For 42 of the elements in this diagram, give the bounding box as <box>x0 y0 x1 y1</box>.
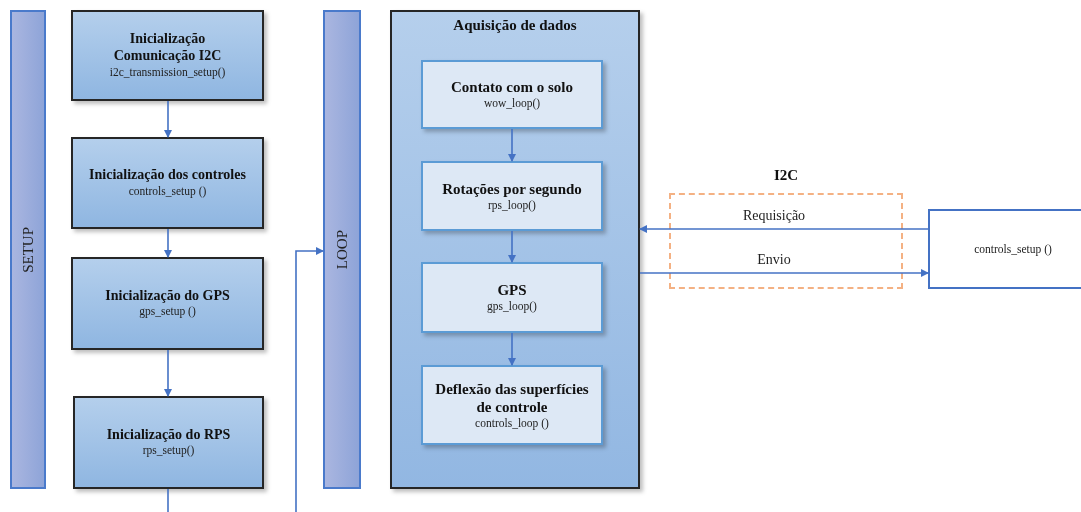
group-heading: Aquisição de dados <box>453 16 577 34</box>
phase-band <box>323 10 361 489</box>
function-name: rps_setup() <box>142 443 195 459</box>
process-box <box>71 257 264 350</box>
arrow <box>639 225 929 233</box>
step-title: Rotações por segundo <box>442 179 582 198</box>
arrow <box>508 230 516 263</box>
step-title: Inicialização do RPS <box>106 426 231 444</box>
process-box <box>421 60 603 129</box>
arrow <box>164 349 172 397</box>
step-title: Inicialização do GPS <box>105 287 230 305</box>
step-title: Inicialização Comunicação I2C <box>112 31 223 65</box>
phase-band <box>10 10 46 489</box>
arrow <box>508 128 516 162</box>
function-name: gps_setup () <box>139 304 196 320</box>
bus-label: I2C <box>773 166 799 185</box>
arrow <box>164 100 172 138</box>
step-title: Contato com o solo <box>450 78 574 97</box>
function-name: controls_setup () <box>128 183 207 199</box>
group-box <box>390 10 640 489</box>
band-label: SETUP <box>19 226 37 273</box>
function-name: i2c_transmission_setup() <box>109 64 226 80</box>
process-box <box>421 161 603 231</box>
process-box <box>421 365 603 445</box>
function-name: wow_loop() <box>483 96 541 111</box>
arrow <box>164 228 172 258</box>
function-name: controls_loop () <box>475 415 549 431</box>
process-box <box>421 262 603 333</box>
arrow <box>639 269 929 277</box>
function-name: gps_loop() <box>487 299 537 314</box>
process-box <box>73 396 264 489</box>
device-box <box>928 209 1081 289</box>
process-box <box>71 10 264 101</box>
step-title: Deflexão das superfícies de controle <box>434 379 590 416</box>
step-title: Inicialização dos controles <box>89 167 246 184</box>
band-label: LOOP <box>333 229 351 270</box>
function-name: rps_loop() <box>488 197 536 213</box>
process-box <box>71 137 264 229</box>
step-title: GPS <box>497 281 527 300</box>
arrow <box>508 332 516 366</box>
function-name: controls_setup () <box>974 241 1052 257</box>
arrow <box>295 247 324 512</box>
